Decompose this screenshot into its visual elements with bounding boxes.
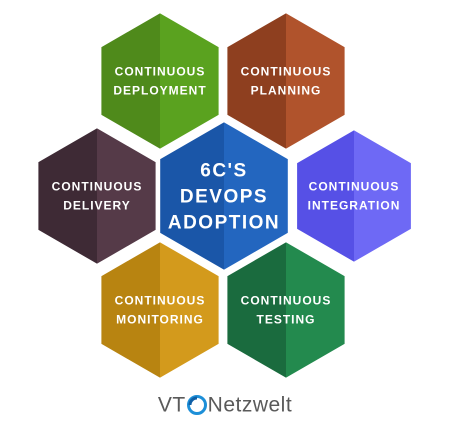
hexagon-shape-planning [223, 9, 349, 153]
hexagon-label-deployment-2: DEPLOYMENT [113, 84, 206, 98]
hexagon-deployment: CONTINUOUS DEPLOYMENT [97, 9, 223, 153]
hexagon-shape-monitoring [97, 238, 223, 382]
hexagon-label-deployment-1: CONTINUOUS [115, 65, 206, 79]
hexagon-shape-testing [223, 238, 349, 382]
hexagon-testing: CONTINUOUS TESTING [223, 238, 349, 382]
hexagon-label-delivery-2: DELIVERY [63, 199, 131, 213]
hexagon-label-monitoring-1: CONTINUOUS [115, 294, 206, 308]
logo-suffix: Netzwelt [207, 393, 293, 417]
logo-prefix: VT [157, 393, 186, 417]
hexagon-delivery: CONTINUOUS DELIVERY [34, 124, 160, 268]
hexagon-label-integration-1: CONTINUOUS [309, 180, 400, 194]
hexagon-shape-center [156, 118, 292, 274]
hexagon-label-monitoring-2: MONITORING [116, 313, 204, 327]
hexagon-integration: CONTINUOUS INTEGRATION [293, 126, 415, 266]
hexagon-monitoring: CONTINUOUS MONITORING [97, 238, 223, 382]
hexagon-center: 6C'S DEVOPS ADOPTION [156, 118, 292, 274]
hexagon-label-testing-2: TESTING [256, 313, 315, 327]
vtnetzwelt-logo: VT Netzwelt [0, 393, 450, 429]
hexagon-planning: CONTINUOUS PLANNING [223, 9, 349, 153]
logo-circle-icon [186, 395, 207, 416]
hexagon-label-center-1: 6C'S [200, 161, 247, 182]
hexagon-label-testing-1: CONTINUOUS [241, 294, 332, 308]
hexagon-shape-delivery [34, 124, 160, 268]
hexagon-shape-integration [293, 126, 415, 266]
hexagon-label-planning-1: CONTINUOUS [241, 65, 332, 79]
hexagon-label-planning-2: PLANNING [251, 84, 322, 98]
hexagon-label-center-2: DEVOPS [180, 187, 268, 208]
hexagon-shape-deployment [97, 9, 223, 153]
hexagon-label-delivery-1: CONTINUOUS [52, 180, 143, 194]
hexagon-label-center-3: ADOPTION [168, 213, 280, 234]
hexagon-label-integration-2: INTEGRATION [308, 199, 401, 213]
